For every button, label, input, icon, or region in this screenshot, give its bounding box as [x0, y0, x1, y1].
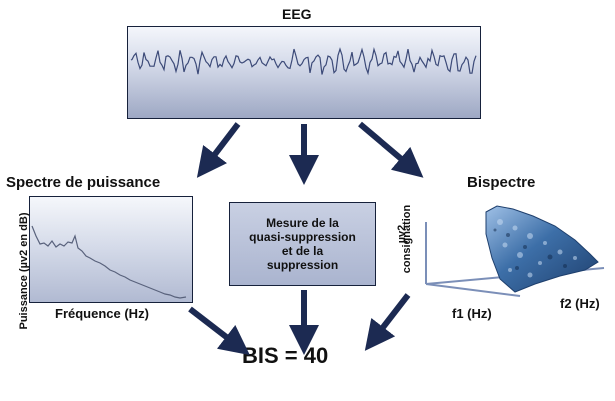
power-spectrum-title: Spectre de puissance: [6, 174, 161, 191]
arrow-eeg-to-bispectrum: [358, 121, 424, 178]
arrow-eeg-to-spectrum: [196, 122, 241, 178]
suppression-label: Mesure de la quasi-suppression et de la …: [249, 216, 356, 272]
power-spectrum-panel: [29, 196, 193, 303]
arrow-bispectrum-to-bis: [364, 293, 411, 351]
eeg-panel: [127, 26, 481, 119]
bispectrum-f1-label: f1 (Hz): [452, 306, 492, 321]
suppression-box: Mesure de la quasi-suppression et de la …: [229, 202, 376, 286]
power-spectrum-xlabel: Fréquence (Hz): [55, 306, 149, 321]
eeg-trace: [130, 47, 477, 76]
bispectrum-surface: [485, 205, 599, 293]
bispectrum-title: Bispectre: [467, 174, 536, 191]
bispectrum-f2-label: f2 (Hz): [560, 296, 600, 311]
arrow-spectrum-to-bis: [188, 306, 250, 356]
eeg-title: EEG: [282, 6, 312, 22]
power-spectrum-curve: [31, 225, 187, 299]
